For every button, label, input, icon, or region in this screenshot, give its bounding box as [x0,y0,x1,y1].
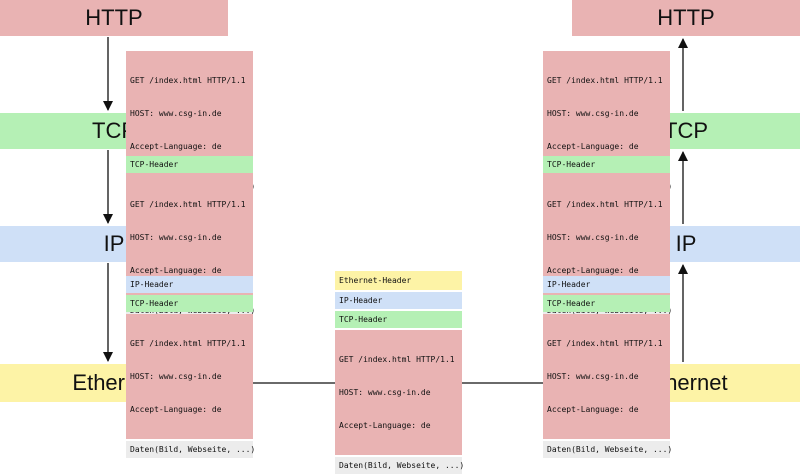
http-line: HOST: www.csg-in.de [130,372,222,381]
http-line: HOST: www.csg-in.de [130,233,222,242]
http-line: Accept-Language: de [130,142,222,151]
data-block: Daten(Bild, Webseite, ...) [543,441,673,458]
packet-ip-right: IP-Header TCP-Header GET /index.html HTT… [543,276,673,460]
tcp-header: TCP-Header [335,311,462,328]
ip-header-label: IP-Header [130,280,174,289]
tcp-header-label: TCP-Header [130,299,179,308]
tcp-header: TCP-Header [543,156,670,173]
tcp-header: TCP-Header [126,295,253,312]
ip-header: IP-Header [335,292,462,309]
data-line: Daten(Bild, Webseite, ...) [339,461,465,470]
tcp-header-label: TCP-Header [339,315,388,324]
http-block: GET /index.html HTTP/1.1 HOST: www.csg-i… [126,314,253,439]
http-line: GET /index.html HTTP/1.1 [547,200,663,209]
http-line: Accept-Language: de [339,421,431,430]
data-line: Daten(Bild, Webseite, ...) [547,445,673,454]
layer-http-left: HTTP [0,0,228,36]
ip-header-label: IP-Header [547,280,591,289]
http-line: GET /index.html HTTP/1.1 [547,76,663,85]
http-block: GET /index.html HTTP/1.1 HOST: www.csg-i… [543,51,670,176]
ethernet-header-label: Ethernet-Header [339,276,412,285]
layer-label: IP [675,231,697,256]
ip-header-label: IP-Header [339,296,383,305]
tcp-header: TCP-Header [543,295,670,312]
http-line: HOST: www.csg-in.de [339,388,431,397]
http-line: GET /index.html HTTP/1.1 [547,339,663,348]
ip-header: IP-Header [126,276,253,293]
http-line: HOST: www.csg-in.de [130,109,222,118]
http-line: HOST: www.csg-in.de [547,372,639,381]
tcp-header-label: TCP-Header [547,299,596,308]
packet-ethernet-middle: Ethernet-Header IP-Header TCP-Header GET… [335,271,465,476]
data-block: Daten(Bild, Webseite, ...) [335,457,465,474]
http-line: GET /index.html HTTP/1.1 [339,355,455,364]
tcp-header-label: TCP-Header [130,160,179,169]
http-block: GET /index.html HTTP/1.1 HOST: www.csg-i… [335,330,462,455]
http-line: Accept-Language: de [547,142,639,151]
data-line: Daten(Bild, Webseite, ...) [130,445,256,454]
packet-ip-left: IP-Header TCP-Header GET /index.html HTT… [126,276,256,460]
http-line: Accept-Language: de [547,266,639,275]
flow-arrows [103,37,688,388]
layer-label: HTTP [657,5,715,30]
layer-label: IP [103,231,125,256]
http-block: GET /index.html HTTP/1.1 HOST: www.csg-i… [126,51,253,176]
data-block: Daten(Bild, Webseite, ...) [126,441,256,458]
tcp-header-label: TCP-Header [547,160,596,169]
http-line: GET /index.html HTTP/1.1 [130,200,246,209]
layer-label: HTTP [85,5,143,30]
http-line: HOST: www.csg-in.de [547,109,639,118]
http-block: GET /index.html HTTP/1.1 HOST: www.csg-i… [543,314,670,439]
ip-header: IP-Header [543,276,670,293]
layer-label: TCP [664,118,708,143]
http-line: Accept-Language: de [130,266,222,275]
http-line: Accept-Language: de [547,405,639,414]
http-line: GET /index.html HTTP/1.1 [130,339,246,348]
ethernet-header: Ethernet-Header [335,271,462,290]
http-line: GET /index.html HTTP/1.1 [130,76,246,85]
layer-http-right: HTTP [572,0,800,36]
tcp-header: TCP-Header [126,156,253,173]
http-line: Accept-Language: de [130,405,222,414]
http-line: HOST: www.csg-in.de [547,233,639,242]
